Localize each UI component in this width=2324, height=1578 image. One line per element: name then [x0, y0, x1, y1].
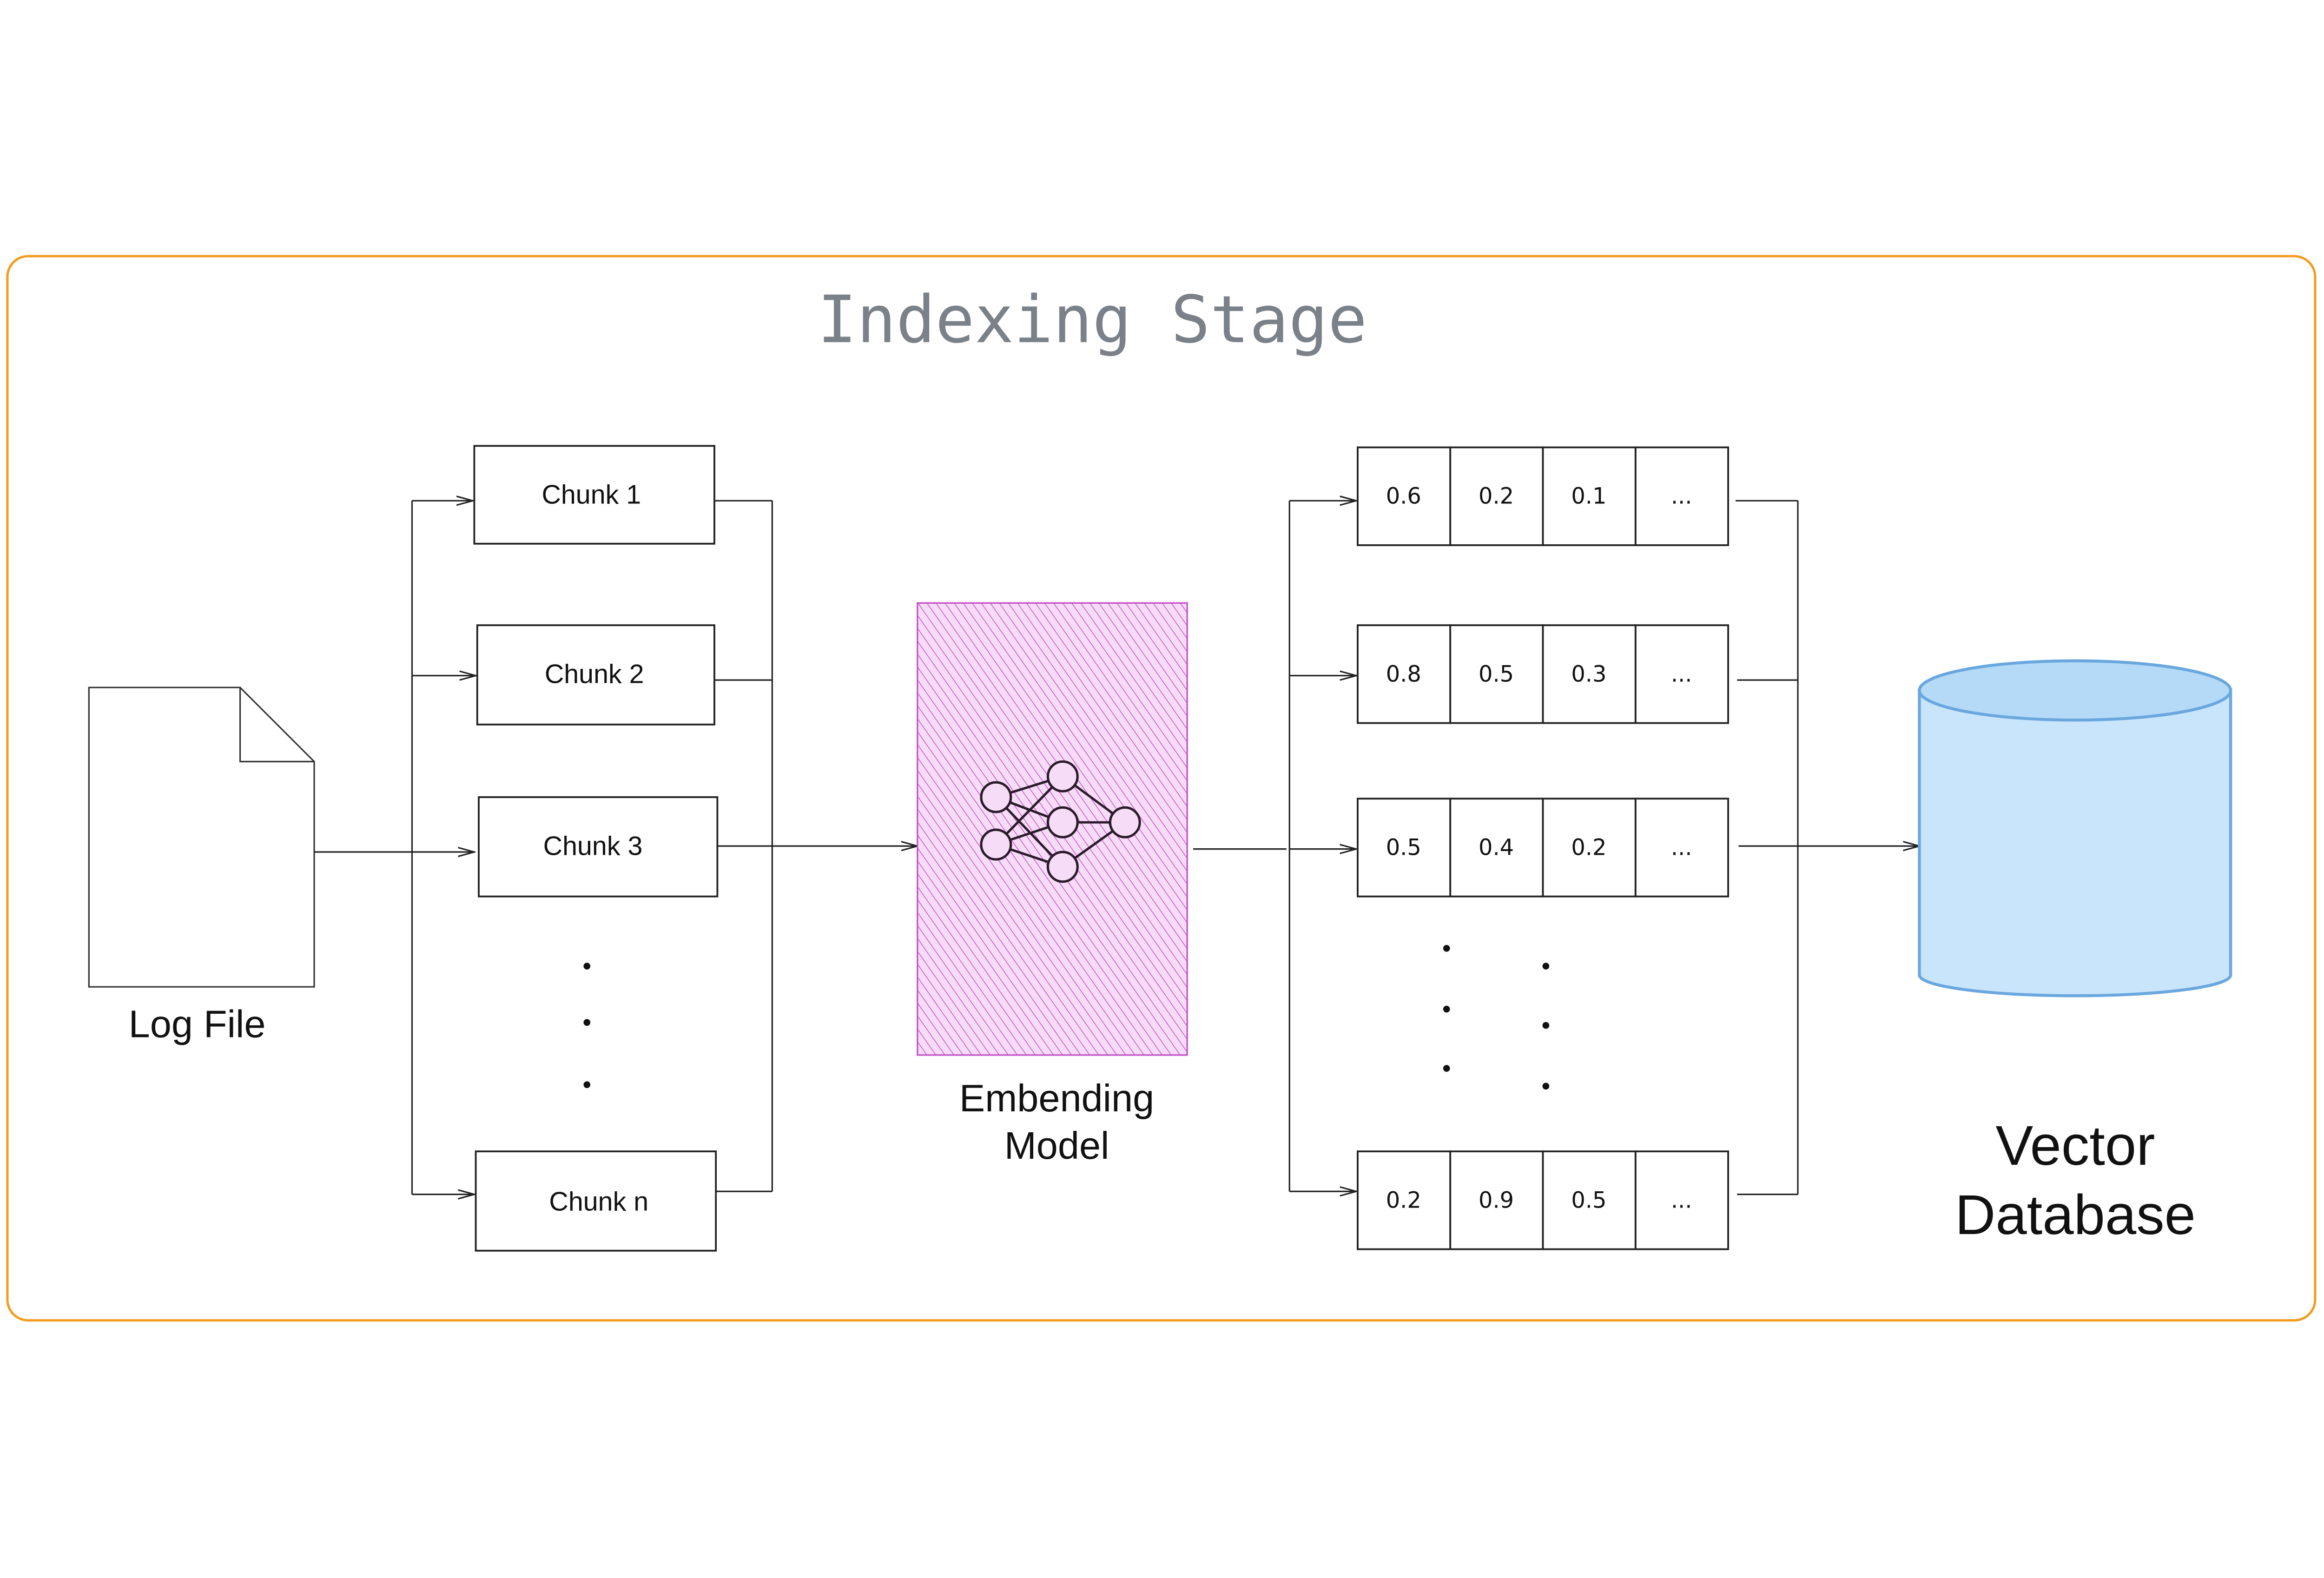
- vector-cell: [1634, 798, 1730, 898]
- vector-value: 0.1: [1571, 484, 1606, 509]
- vector-value: 0.2: [1479, 484, 1514, 509]
- vector-value: 0.2: [1571, 835, 1606, 860]
- vector-cell: [1357, 1150, 1452, 1250]
- chunk-box: Chunk 3: [478, 796, 719, 898]
- chunk-label: Chunk 3: [543, 831, 643, 861]
- vector-cell: [1357, 798, 1452, 898]
- vector-value: ...: [1671, 835, 1692, 860]
- vector-value: 0.5: [1479, 661, 1514, 687]
- vectors-to-database-connectors: [1736, 500, 1919, 1195]
- chunk-box: Chunk 1: [473, 445, 715, 545]
- vector-value: 0.8: [1386, 661, 1421, 687]
- vector-database-label-line1: Vector: [1995, 1114, 2155, 1177]
- vector-row: 0.5 0.4 0.2...: [1357, 798, 1730, 898]
- vector-value: 0.5: [1386, 835, 1421, 860]
- chunks-to-model-connectors: [714, 500, 918, 1192]
- vector-cell: [1357, 446, 1452, 546]
- vector-database-label: Vector Database: [1920, 1111, 2231, 1249]
- log-to-chunks-connectors: [314, 501, 476, 1194]
- vector-row: 0.8 0.5 0.3...: [1357, 624, 1730, 724]
- embedding-model-label: Embending: [959, 1076, 1154, 1120]
- neural-network-icon: [980, 760, 1141, 883]
- chunk-label: Chunk 1: [541, 480, 641, 510]
- chunk-label: Chunk 2: [545, 660, 644, 689]
- vector-value: 0.3: [1571, 661, 1606, 687]
- stage-frame: [6, 255, 2317, 1322]
- chunk-box: Chunk 2: [476, 624, 715, 726]
- log-file-label: Log File: [129, 1003, 266, 1046]
- stage-title: Indexing Stage: [818, 282, 1367, 358]
- vector-cell: [1542, 1150, 1637, 1250]
- vector-value: 0.6: [1386, 484, 1421, 509]
- vector-value: ...: [1671, 1188, 1692, 1213]
- vector-cell: [1634, 446, 1730, 546]
- vector-value: 0.4: [1479, 835, 1514, 860]
- embedding-model-label: Model: [1004, 1124, 1109, 1167]
- vector-cell: [1634, 1150, 1730, 1250]
- vector-cell: [1357, 624, 1452, 724]
- vector-value: 0.9: [1479, 1188, 1514, 1213]
- vector-cell: [1542, 446, 1637, 546]
- vector-value: ...: [1671, 484, 1692, 509]
- vector-row: 0.2 0.9 0.5...: [1357, 1150, 1730, 1250]
- vector-ellipsis-dots: [1443, 944, 1550, 1090]
- model-to-vectors-connectors: [1193, 501, 1356, 1191]
- chunk-ellipsis-dots: [583, 963, 591, 1088]
- vector-value: 0.5: [1571, 1188, 1606, 1213]
- document-icon: [88, 687, 315, 988]
- vector-database-label-line2: Database: [1955, 1183, 2196, 1246]
- chunk-label: Chunk n: [549, 1187, 648, 1217]
- chunk-box: Chunk n: [475, 1150, 717, 1252]
- vector-row: 0.6 0.2 0.1...: [1357, 446, 1730, 546]
- vector-cell: [1449, 624, 1544, 724]
- vector-value: 0.2: [1386, 1188, 1421, 1213]
- vector-value: ...: [1671, 661, 1692, 687]
- vector-cell: [1449, 1150, 1544, 1250]
- vector-cell: [1449, 446, 1544, 546]
- database-cylinder-icon: [1918, 659, 2232, 997]
- vector-cell: [1634, 624, 1730, 724]
- vector-cell: [1542, 798, 1637, 898]
